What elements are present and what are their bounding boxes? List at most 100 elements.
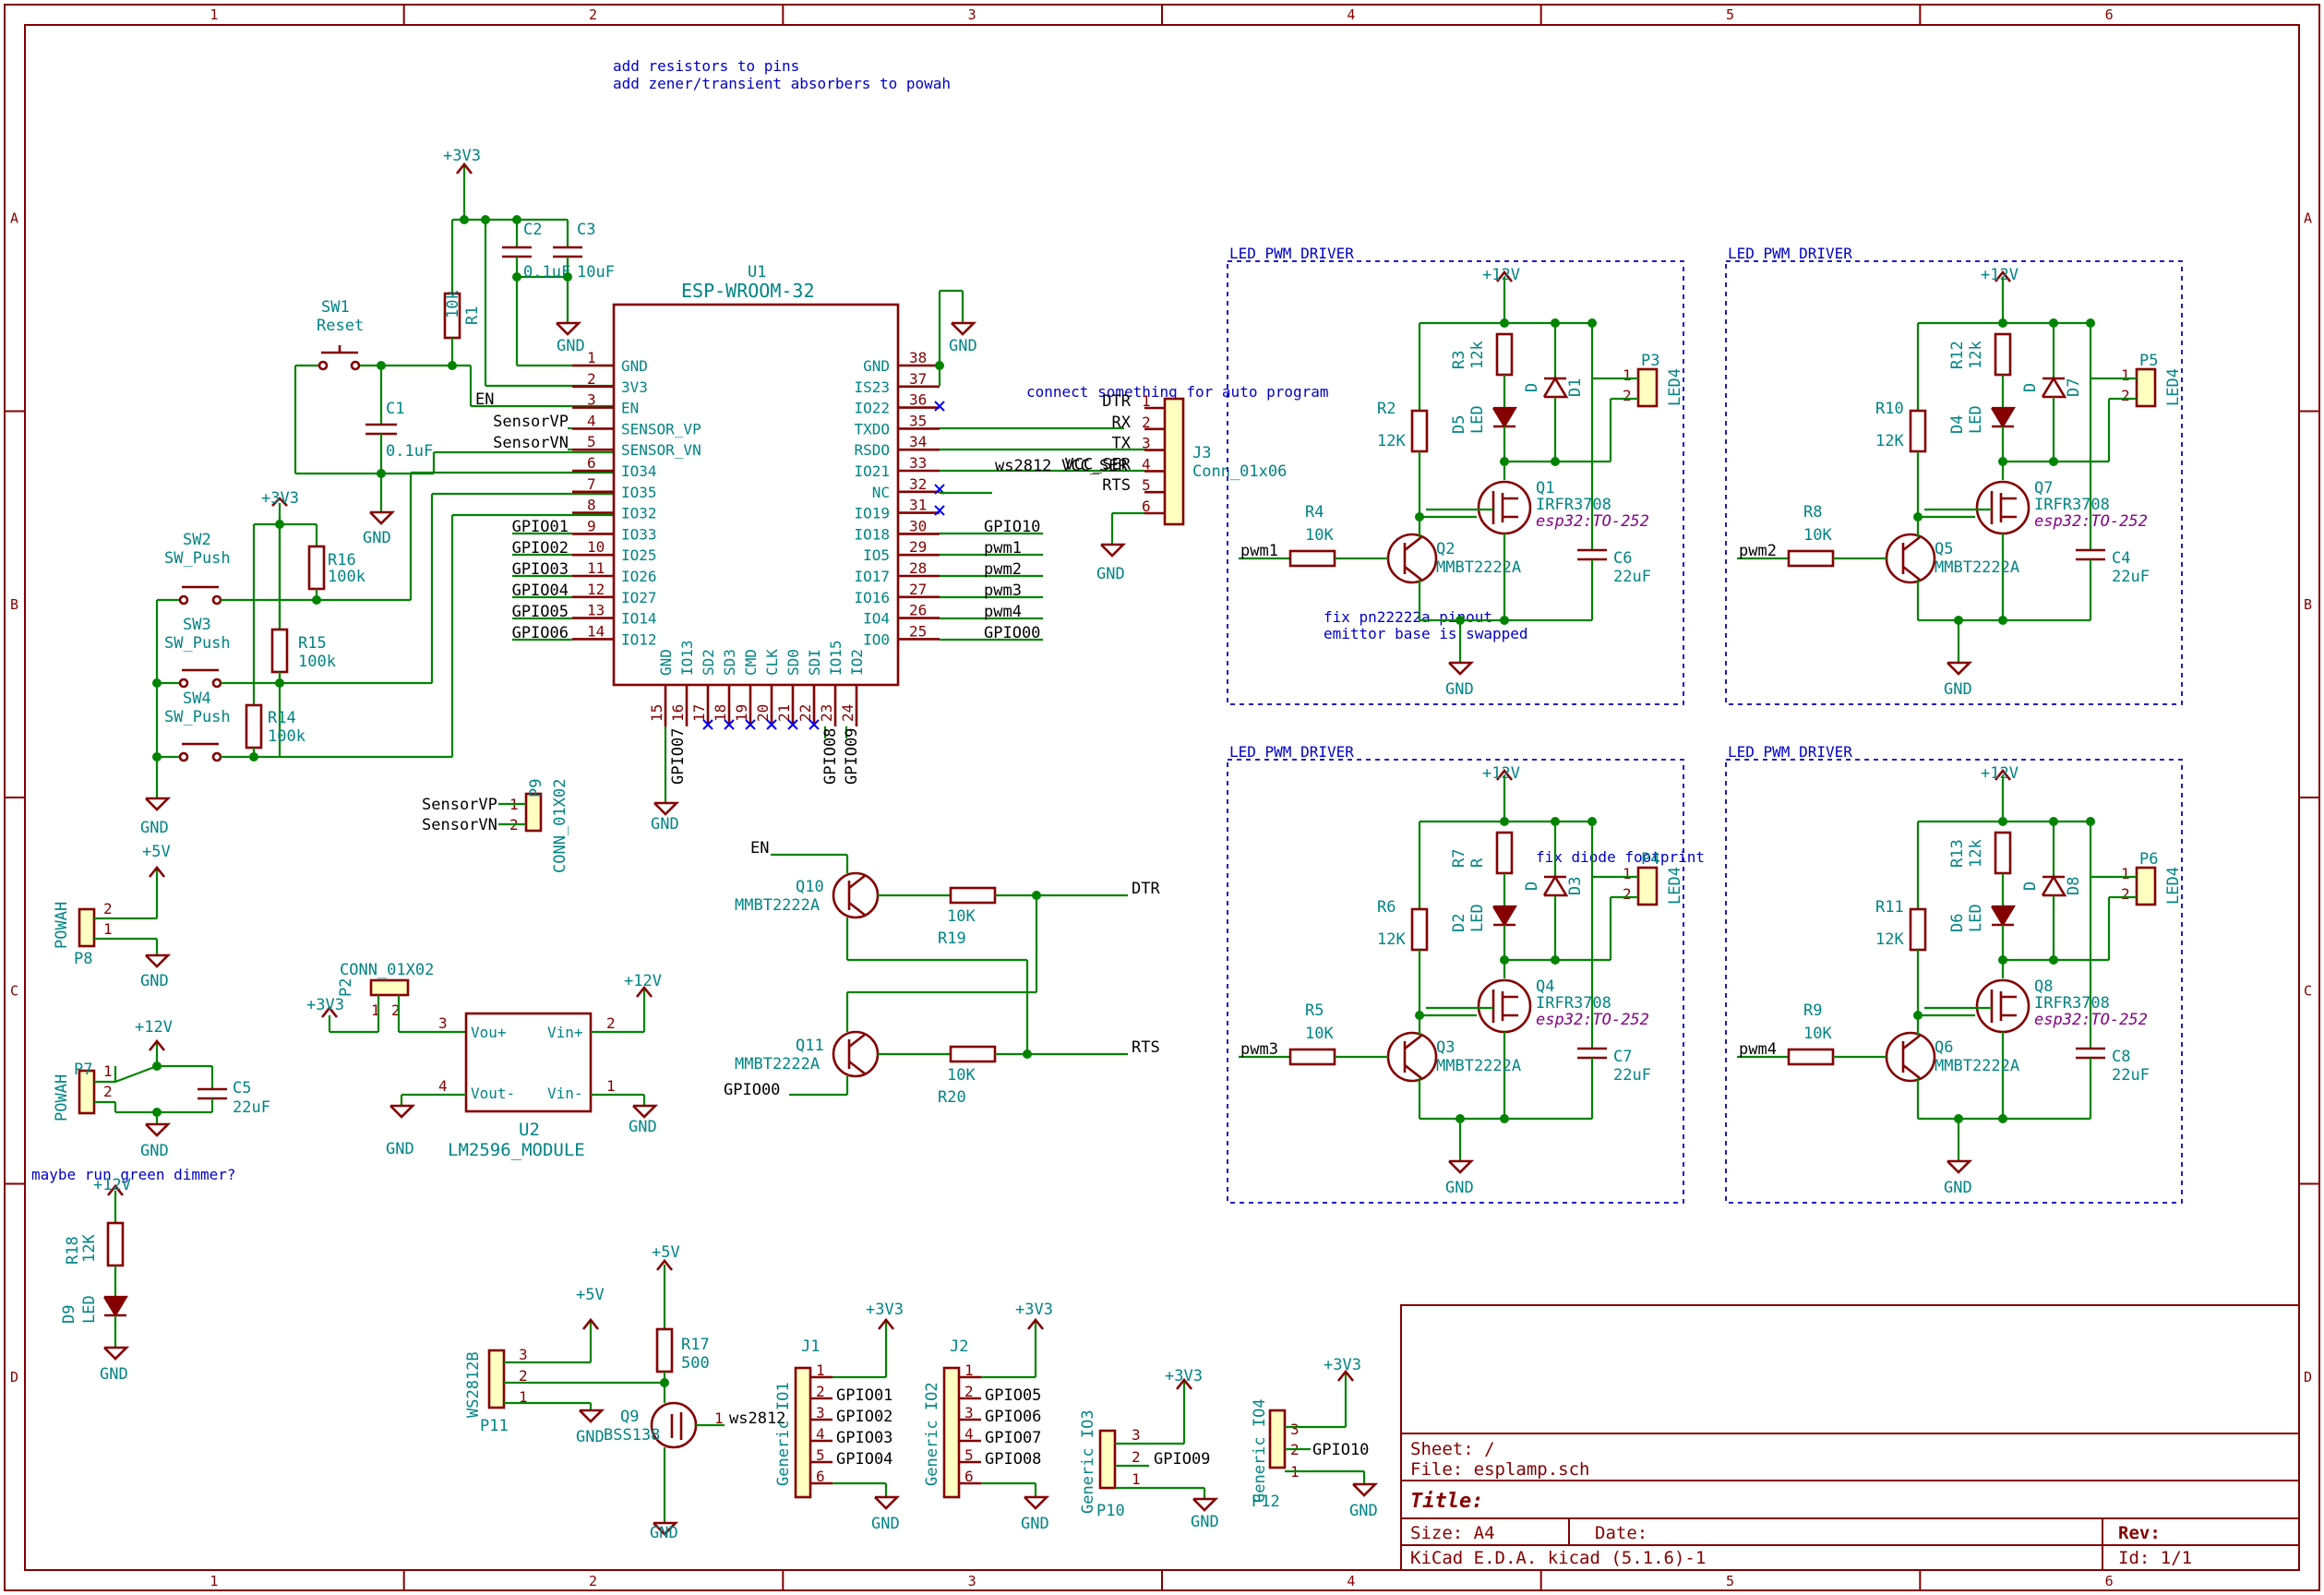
power-gnd-ws: GND: [576, 1428, 605, 1446]
driver-fet-value-1: IRFR3708: [1536, 496, 1611, 514]
p10-net: GPIO09: [1154, 1450, 1210, 1469]
j3-pin-1: 1: [1142, 392, 1151, 410]
svg-text:1: 1: [714, 1409, 724, 1427]
svg-text:2: 2: [1623, 885, 1632, 903]
driver-fet-ref-1: Q1: [1536, 479, 1554, 498]
j1-pin-3: 3: [816, 1404, 825, 1421]
p9-net-1: SensorVP: [422, 796, 497, 814]
u1-pin-num-24: 24: [839, 704, 857, 722]
u1-pin-num-38: 38: [909, 349, 927, 366]
u1-pin-name-22: SDI: [806, 649, 823, 676]
u1-pin-name-28: IO17: [854, 568, 890, 585]
u1-pin-num-4: 4: [587, 412, 596, 429]
power-gnd-d9: GND: [100, 1365, 128, 1384]
driver-rin-value-2: 10K: [1803, 526, 1832, 545]
driver-rl-ref-1: R3: [1450, 351, 1468, 369]
power-gnd-p12: GND: [1349, 1502, 1378, 1520]
driver-diode-value-4: D: [2021, 881, 2040, 891]
driver-rl-ref-4: R13: [1948, 839, 1967, 868]
svg-text:1: 1: [519, 1388, 528, 1406]
u1-net-gpio04: GPIO04: [512, 582, 569, 600]
svg-text:3: 3: [519, 1346, 528, 1363]
c3-ref: C3: [577, 221, 595, 239]
r19-value: 10K: [947, 907, 976, 926]
frame-col-top-6: 6: [2105, 6, 2114, 23]
c3-value: 10uF: [577, 263, 615, 282]
driver-conn-ref-2: P5: [2139, 352, 2158, 370]
driver-rb-value-2: 12K: [1875, 432, 1904, 450]
power-gnd-u1-right: GND: [949, 337, 977, 355]
j3-net-rx: RX: [1112, 414, 1132, 432]
j3-net-vcc_ser: VCC_SER: [1064, 455, 1131, 474]
u1-pin-name-8: IO32: [621, 505, 657, 522]
j2-value: Generic IO2: [923, 1382, 941, 1486]
r16-value: 100k: [328, 568, 365, 586]
sw4-value: SW_Push: [164, 708, 231, 726]
q10-value: MMBT2222A: [735, 896, 820, 915]
u1-pin-name-16: IO13: [678, 640, 696, 676]
svg-text:1: 1: [2121, 865, 2130, 882]
driver-led-value-3: LED: [1468, 904, 1487, 932]
u1-pin-num-5: 5: [587, 433, 596, 450]
driver-bjt-ref-1: Q2: [1436, 540, 1455, 558]
sw3-value: SW_Push: [164, 634, 231, 653]
power-gnd-q9: GND: [650, 1524, 678, 1542]
power-5v-r17: +5V: [652, 1243, 680, 1262]
u1-net-gpio06: GPIO06: [512, 624, 569, 642]
frame-col-top-3: 3: [968, 6, 976, 23]
j1-pin-5: 5: [816, 1446, 825, 1464]
p9-value: CONN_01X02: [551, 779, 569, 873]
u1-pin-num-7: 7: [587, 475, 596, 493]
driver-fet-value-4: IRFR3708: [2034, 994, 2110, 1013]
driver-conn-ref-3: P4: [1641, 850, 1659, 869]
power-5v-ws: +5V: [576, 1286, 605, 1304]
frame-col-top-1: 1: [210, 6, 218, 23]
u1-pin-num-21: 21: [775, 704, 793, 722]
j1-ref: J1: [801, 1337, 820, 1356]
driver-gnd-4: GND: [1944, 1179, 1972, 1197]
c5-ref: C5: [233, 1079, 251, 1097]
r18-value: 12K: [80, 1234, 99, 1263]
led-driver-12v-3: +12V: [1482, 764, 1520, 783]
u1-pin-num-26: 26: [909, 602, 927, 619]
svg-text:1: 1: [103, 1062, 113, 1080]
svg-text:1: 1: [103, 920, 113, 938]
p8-ref: P8: [74, 950, 92, 968]
power-gnd-c3: GND: [557, 337, 585, 355]
driver-rin-ref-2: R8: [1803, 503, 1822, 522]
j3-net-tx: TX: [1112, 435, 1132, 453]
r1-value: 10k: [444, 290, 462, 318]
p2-value: CONN_01X02: [340, 961, 434, 979]
u1-pin-name-30: IO18: [854, 525, 890, 543]
driver-rb-value-1: 12K: [1377, 432, 1406, 450]
svg-text:1: 1: [371, 1001, 380, 1019]
u1-pin-num-12: 12: [587, 581, 605, 598]
u1-pin-num-14: 14: [587, 622, 605, 640]
u1-pin-num-25: 25: [909, 622, 927, 640]
u1-pin-name-9: IO33: [621, 525, 657, 543]
frame-col-bottom-1: 1: [210, 1573, 218, 1589]
svg-text:1: 1: [1132, 1470, 1141, 1488]
p9-ref: P9: [527, 779, 545, 798]
tb-tool: KiCad E.D.A. kicad (5.1.6)-1: [1410, 1548, 1706, 1568]
driver-bjt-value-4: MMBT2222A: [1935, 1057, 2019, 1075]
net-en: EN: [475, 390, 494, 409]
p11-ref: P11: [480, 1417, 509, 1435]
u1-pin-name-25: IO0: [863, 630, 890, 648]
driver-fet-ref-3: Q4: [1536, 977, 1554, 996]
j3-pin-3: 3: [1142, 435, 1151, 452]
j1-pin-2: 2: [816, 1383, 825, 1400]
sw2-value: SW_Push: [164, 549, 231, 568]
driver-cap-value-2: 22uF: [2112, 568, 2150, 586]
frame-row-left-D: D: [10, 1369, 18, 1385]
driver-pwm-net-2: pwm2: [1739, 542, 1777, 560]
u2-pin-vin-minus: Vin-: [547, 1085, 583, 1102]
p11-value: WS2812B: [464, 1351, 483, 1418]
u1-pin-num-20: 20: [754, 704, 772, 722]
driver-gnd-3: GND: [1445, 1179, 1474, 1197]
u1-pin-name-17: SD2: [700, 649, 717, 676]
net-rts: RTS: [1132, 1038, 1160, 1057]
p12-net: GPIO10: [1312, 1441, 1369, 1459]
